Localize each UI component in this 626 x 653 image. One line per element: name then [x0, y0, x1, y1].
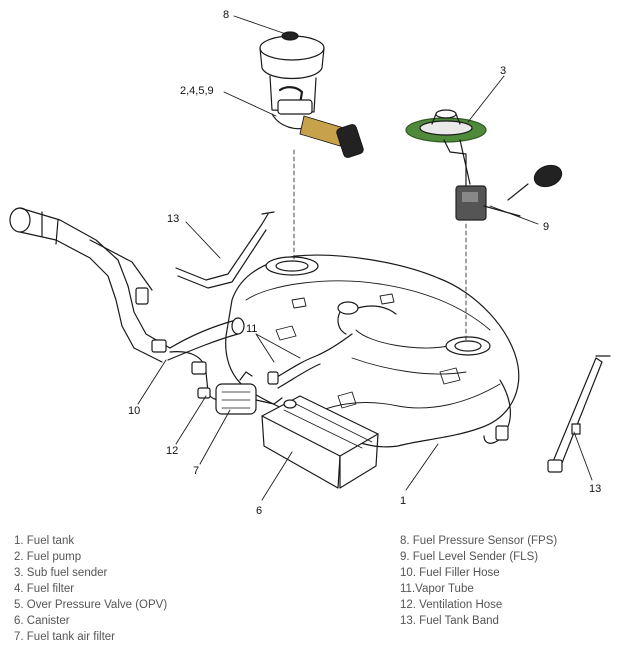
- legend-item: 7. Fuel tank air filter: [14, 631, 115, 643]
- ventilation-hose: [169, 351, 233, 401]
- fuel-tank-band-left: [175, 211, 275, 289]
- callout-2-4-5-9: 2,4,5,9: [180, 85, 214, 97]
- callout-10: 10: [128, 405, 140, 417]
- leader-lines: [137, 15, 593, 501]
- legend-item: 1. Fuel tank: [14, 535, 75, 547]
- legend-item: 2. Fuel pump: [14, 551, 82, 563]
- fuel-pump-module: [259, 31, 364, 158]
- vapor-tube: [267, 333, 353, 389]
- canister: [261, 395, 379, 489]
- legend-item: 12. Ventilation Hose: [400, 599, 503, 611]
- callout-12: 12: [166, 445, 178, 457]
- fuel-system-diagram: 8 2,4,5,9 3 9 13 11 10 12 7 6 1 13: [9, 9, 611, 517]
- callout-9: 9: [543, 221, 549, 233]
- callout-8: 8: [223, 9, 229, 21]
- callout-7: 7: [193, 465, 199, 477]
- callout-1: 1: [400, 495, 406, 507]
- legend-item: 6. Canister: [14, 615, 70, 627]
- callout-13-left: 13: [167, 213, 179, 225]
- legend-item: 8. Fuel Pressure Sensor (FPS): [400, 535, 558, 547]
- legend-left: 1. Fuel tank 2. Fuel pump 3. Sub fuel se…: [14, 533, 167, 645]
- fuel-tank-band-right: [547, 355, 611, 473]
- legend-right: 8. Fuel Pressure Sensor (FPS) 9. Fuel Le…: [400, 533, 557, 629]
- fuel-tank-air-filter: [215, 371, 283, 415]
- legend-item: 10. Fuel Filler Hose: [400, 567, 500, 579]
- callout-6: 6: [256, 505, 262, 517]
- fuel-filler-hose: [9, 207, 245, 363]
- legend-item: 11.Vapor Tube: [400, 583, 474, 595]
- callout-11: 11: [246, 323, 257, 335]
- legend-item: 13. Fuel Tank Band: [400, 615, 499, 627]
- callout-13-right: 13: [589, 483, 601, 495]
- sub-fuel-sender: [405, 109, 563, 221]
- legend-item: 5. Over Pressure Valve (OPV): [14, 599, 168, 611]
- legend-item: 3. Sub fuel sender: [14, 567, 108, 579]
- callout-3: 3: [500, 65, 506, 77]
- legend-item: 9. Fuel Level Sender (FLS): [400, 551, 539, 563]
- legend-item: 4. Fuel filter: [14, 583, 75, 595]
